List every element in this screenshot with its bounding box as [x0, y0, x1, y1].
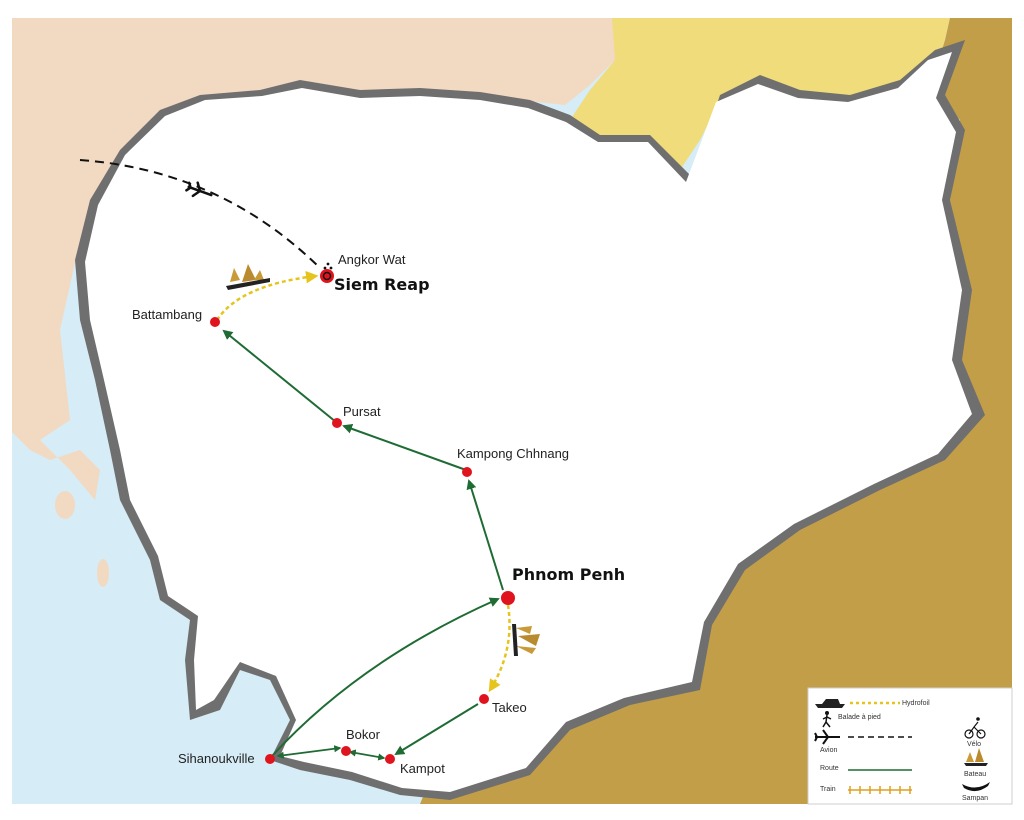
- walker-icon: [822, 711, 832, 728]
- legend-road-label: Route: [820, 765, 839, 772]
- road-pursat-battambang: [222, 329, 337, 423]
- boat-route-battambang-siemreap: [215, 270, 319, 321]
- airplane-icon: [185, 181, 213, 198]
- city-label-kampot: Kampot: [400, 761, 445, 776]
- legend-plane-label: Avion: [820, 747, 837, 754]
- road-phnompenh-kampongchhnang: [466, 479, 504, 591]
- city-marker-kampong-chhnang: [462, 467, 472, 477]
- island: [97, 559, 109, 587]
- junk-boat-icon: [964, 748, 988, 766]
- city-marker-phnom-penh: [501, 591, 515, 605]
- legend-boat-label: Bateau: [964, 771, 986, 778]
- city-marker-kampot: [385, 754, 395, 764]
- map-legend: Hydrofoil Balade à pied Avion Route Trai…: [807, 687, 1013, 805]
- city-label-angkor-wat: Angkor Wat: [338, 252, 406, 267]
- road-kampongchhnang-pursat: [342, 424, 467, 471]
- city-label-sihanoukville: Sihanoukville: [178, 751, 255, 766]
- city-label-bokor: Bokor: [346, 727, 381, 742]
- city-label-siem-reap: Siem Reap: [334, 275, 430, 294]
- city-label-takeo: Takeo: [492, 700, 527, 715]
- temple-icon: [323, 262, 333, 270]
- flight-route: [79, 159, 321, 269]
- city-label-phnom-penh: Phnom Penh: [512, 565, 625, 584]
- thailand-coast-islands: [12, 432, 100, 500]
- city-marker-siem-reap: [320, 269, 334, 283]
- road-bokor-kampot: [348, 749, 386, 761]
- cambodia-land: [85, 52, 972, 792]
- road-sihanoukville-bokor: [276, 745, 342, 759]
- legend-hydrofoil-label: Hydrofoil: [902, 700, 930, 707]
- laos-region: [570, 18, 950, 170]
- road-sihanoukville-phnompenh: [271, 597, 500, 757]
- city-marker-pursat: [332, 418, 342, 428]
- junk-boat-icon: [512, 624, 540, 656]
- hydrofoil-icon: [815, 699, 845, 708]
- airplane-icon: [814, 729, 840, 745]
- sampan-icon: [962, 782, 990, 792]
- city-marker-sihanoukville: [265, 754, 275, 764]
- city-label-kampong-chhnang: Kampong Chhnang: [457, 446, 569, 461]
- legend-train-line: [848, 786, 912, 794]
- legend-train-label: Train: [820, 786, 836, 793]
- island: [55, 491, 75, 519]
- cyclist-icon: [964, 717, 986, 739]
- junk-boat-icon: [226, 264, 270, 290]
- city-label-battambang: Battambang: [132, 307, 202, 322]
- legend-sampan-label: Sampan: [962, 795, 988, 802]
- city-marker-takeo: [479, 694, 489, 704]
- boat-route-phnompenh-takeo: [488, 604, 511, 693]
- city-marker-battambang: [210, 317, 220, 327]
- road-takeo-kampot: [394, 703, 479, 756]
- city-label-pursat: Pursat: [343, 404, 381, 419]
- legend-walk-label: Balade à pied: [838, 714, 881, 721]
- target-icon: [322, 271, 332, 281]
- legend-bike-label: Vélo: [967, 741, 981, 748]
- city-marker-bokor: [341, 746, 351, 756]
- vietnam-region: [420, 18, 1012, 804]
